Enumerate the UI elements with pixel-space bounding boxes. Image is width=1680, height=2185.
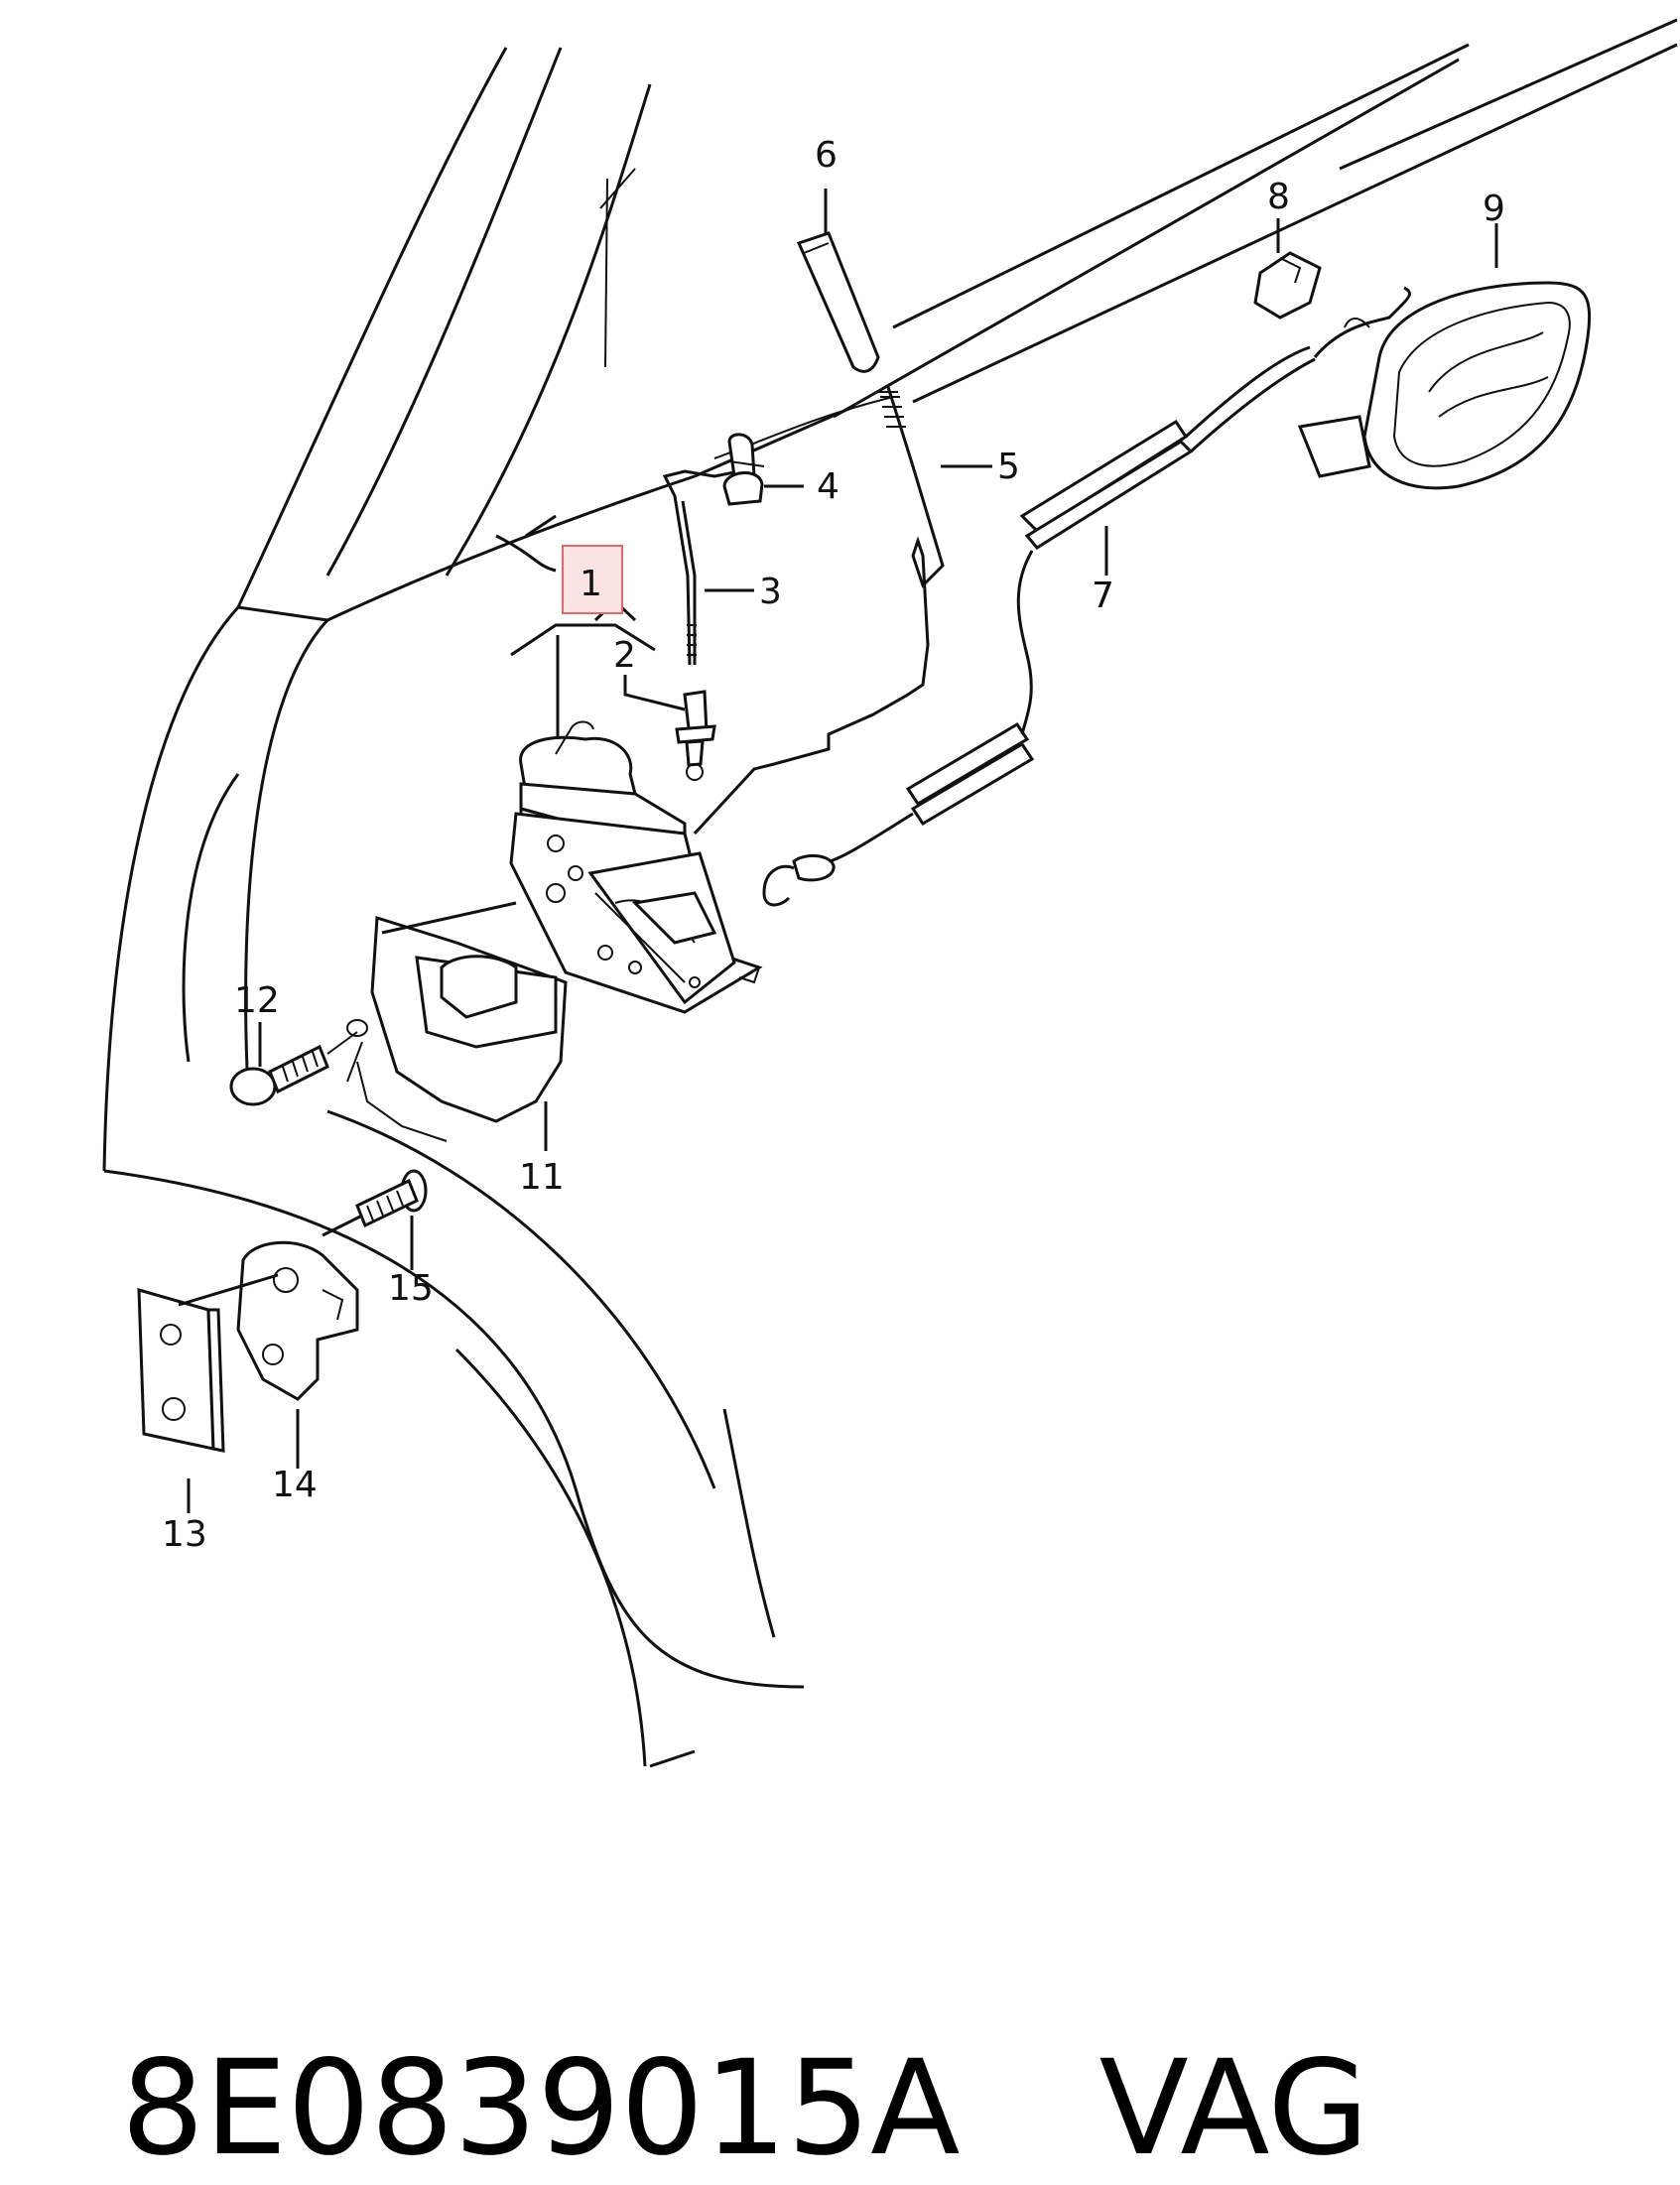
callout-4[interactable]: 4: [817, 466, 840, 507]
callout-2[interactable]: 2: [613, 635, 636, 676]
callout-14[interactable]: 14: [272, 1465, 318, 1505]
callout-7[interactable]: 7: [1092, 576, 1114, 616]
callout-9[interactable]: 9: [1483, 189, 1505, 229]
callout-13[interactable]: 13: [162, 1514, 207, 1555]
brand-name: VAG: [1098, 2032, 1369, 2185]
callout-1[interactable]: 1: [580, 564, 602, 604]
handle-part-9[interactable]: [1297, 281, 1592, 490]
bolt-part-15[interactable]: [322, 1169, 428, 1237]
footer-caption: 8E0839015A VAG: [38, 1885, 1645, 2183]
callout-3[interactable]: 3: [759, 572, 782, 612]
rod-part-3[interactable]: [662, 469, 740, 666]
callout-15[interactable]: 15: [388, 1268, 434, 1309]
pin-part-2[interactable]: [675, 690, 716, 781]
exploded-parts-diagram: 1 2 3 4 5 6 7 8 9 11 12 13 14 15: [102, 18, 1678, 1768]
plate-part-11[interactable]: [346, 916, 568, 1142]
bracket-part-8[interactable]: [1253, 251, 1322, 320]
rod-part-5[interactable]: [693, 386, 945, 835]
knob-part-6[interactable]: [796, 231, 880, 373]
screw-part-12[interactable]: [229, 1019, 368, 1106]
striker-part-14[interactable]: [178, 1240, 359, 1401]
callout-12[interactable]: 12: [234, 980, 280, 1021]
part-number: 8E0839015A: [120, 2032, 961, 2185]
callout-8[interactable]: 8: [1267, 177, 1290, 217]
highlight-box: [562, 545, 623, 614]
plate-part-13[interactable]: [137, 1287, 225, 1453]
callout-5[interactable]: 5: [997, 447, 1020, 487]
car-body-outline: [102, 18, 1678, 1768]
cable-part-7[interactable]: [762, 345, 1316, 907]
callout-11[interactable]: 11: [519, 1157, 565, 1198]
clip-part-4[interactable]: [722, 433, 765, 506]
callout-6[interactable]: 6: [815, 135, 838, 176]
door-lock-part-1[interactable]: [509, 720, 763, 1014]
